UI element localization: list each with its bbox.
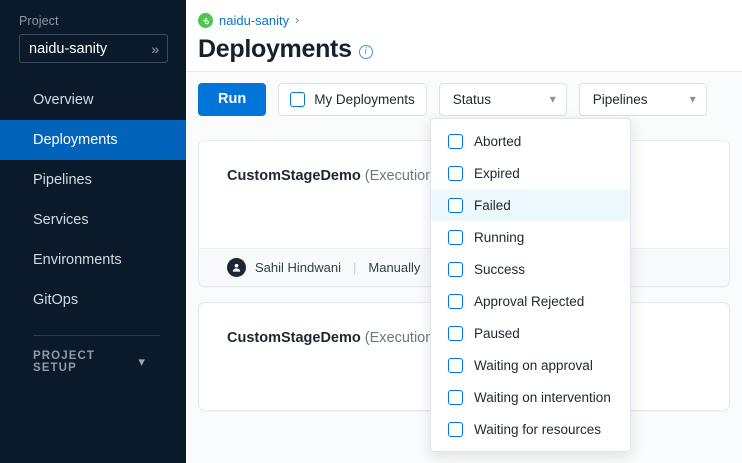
project-link-icon (198, 13, 213, 28)
status-menu-item-label: Waiting for resources (474, 422, 601, 437)
chevron-down-icon: ▾ (550, 92, 556, 106)
sidebar-item-overview[interactable]: Overview (0, 80, 186, 120)
project-label: Project (0, 14, 186, 34)
pipelines-dropdown-button[interactable]: Pipelines ▾ (579, 83, 707, 116)
sidebar-section-label: PROJECT SETUP (33, 350, 138, 374)
status-menu-item-label: Aborted (474, 134, 521, 149)
my-deployments-label: My Deployments (314, 92, 415, 107)
deployment-trigger-type: Manually (368, 260, 420, 275)
status-menu-item[interactable]: Paused (431, 317, 630, 349)
sidebar-section-project-setup[interactable]: PROJECT SETUP ▾ (0, 348, 186, 376)
status-menu-item[interactable]: Expired (431, 157, 630, 189)
my-deployments-filter[interactable]: My Deployments (278, 83, 427, 116)
sidebar-item-label: Deployments (33, 132, 118, 148)
status-menu-item-label: Expired (474, 166, 520, 181)
info-icon[interactable]: i (359, 45, 373, 59)
status-menu-item-label: Waiting on approval (474, 358, 593, 373)
chevron-down-icon: ▾ (138, 354, 146, 370)
status-dropdown-label: Status (453, 92, 541, 107)
status-menu-checkbox[interactable] (448, 230, 463, 245)
deployment-user-name: Sahil Hindwani (255, 260, 341, 275)
page-title: Deployments (198, 35, 352, 64)
sidebar-nav: Overview Deployments Pipelines Services … (0, 80, 186, 320)
sidebar-item-deployments[interactable]: Deployments (0, 120, 186, 160)
page-header: naidu-sanity › Deployments i (186, 0, 742, 72)
status-menu-checkbox[interactable] (448, 390, 463, 405)
status-menu-item-label: Waiting on intervention (474, 390, 611, 405)
status-dropdown-button[interactable]: Status ▾ (439, 83, 567, 116)
breadcrumb-separator: › (295, 13, 299, 27)
status-menu-checkbox[interactable] (448, 198, 463, 213)
breadcrumb: naidu-sanity › (198, 10, 742, 30)
status-menu-item[interactable]: Failed (431, 189, 630, 221)
run-button[interactable]: Run (198, 83, 266, 116)
project-selector[interactable]: naidu-sanity » (19, 34, 168, 63)
status-menu-item[interactable]: Running (431, 221, 630, 253)
sidebar-item-pipelines[interactable]: Pipelines (0, 160, 186, 200)
sidebar-item-label: Services (33, 212, 89, 228)
sidebar-item-label: Overview (33, 92, 93, 108)
project-name: naidu-sanity (29, 41, 147, 57)
pipeline-name: CustomStageDemo (227, 168, 361, 184)
pipelines-dropdown-label: Pipelines (593, 92, 681, 107)
sidebar-item-gitops[interactable]: GitOps (0, 280, 186, 320)
status-menu-checkbox[interactable] (448, 134, 463, 149)
status-menu-checkbox[interactable] (448, 294, 463, 309)
status-menu-checkbox[interactable] (448, 166, 463, 181)
status-menu-item-label: Approval Rejected (474, 294, 584, 309)
status-menu-item[interactable]: Approval Rejected (431, 285, 630, 317)
status-menu-item[interactable]: Aborted (431, 125, 630, 157)
status-menu-item[interactable]: Success (431, 253, 630, 285)
sidebar-divider (33, 335, 160, 336)
pipeline-name: CustomStageDemo (227, 330, 361, 346)
status-menu-checkbox[interactable] (448, 358, 463, 373)
status-dropdown-menu: AbortedExpiredFailedRunningSuccessApprov… (430, 118, 631, 452)
status-menu-item-label: Paused (474, 326, 520, 341)
status-menu-item-label: Running (474, 230, 524, 245)
title-row: Deployments i (198, 35, 742, 64)
user-avatar-icon (227, 258, 246, 277)
status-menu-item[interactable]: Waiting on intervention (431, 381, 630, 413)
status-menu-checkbox[interactable] (448, 262, 463, 277)
footer-divider: | (350, 260, 359, 275)
sidebar: Project naidu-sanity » Overview Deployme… (0, 0, 186, 463)
my-deployments-checkbox[interactable] (290, 92, 305, 107)
status-menu-item[interactable]: Waiting for resources (431, 413, 630, 445)
sidebar-item-label: GitOps (33, 292, 78, 308)
chevron-down-icon: ▾ (690, 92, 696, 106)
breadcrumb-link-project[interactable]: naidu-sanity (219, 13, 289, 28)
status-menu-checkbox[interactable] (448, 326, 463, 341)
status-menu-checkbox[interactable] (448, 422, 463, 437)
main-content: naidu-sanity › Deployments i Run My Depl… (186, 0, 742, 463)
chevron-right-double-icon: » (147, 42, 159, 56)
status-menu-item-label: Failed (474, 198, 511, 213)
sidebar-item-services[interactable]: Services (0, 200, 186, 240)
status-menu-item[interactable]: Waiting on approval (431, 349, 630, 381)
sidebar-item-environments[interactable]: Environments (0, 240, 186, 280)
status-menu-item-label: Success (474, 262, 525, 277)
sidebar-item-label: Environments (33, 252, 122, 268)
sidebar-item-label: Pipelines (33, 172, 92, 188)
